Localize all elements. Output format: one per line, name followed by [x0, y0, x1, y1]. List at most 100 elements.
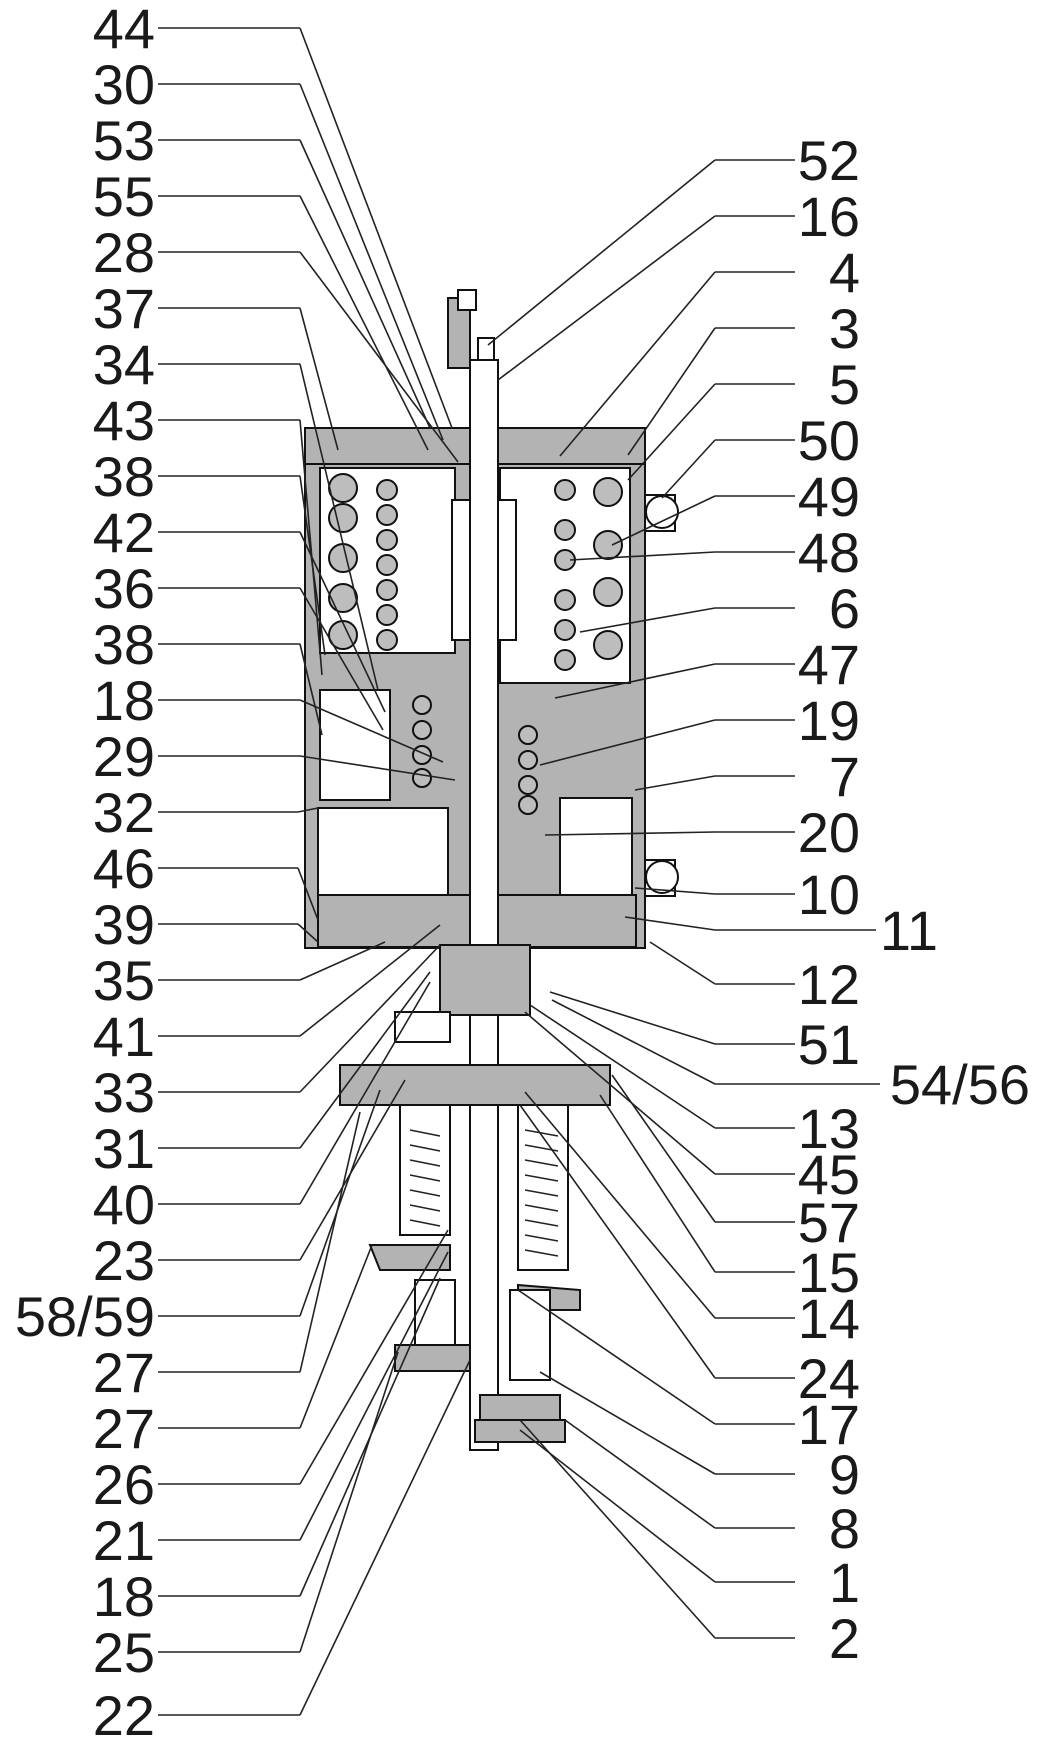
actuator-drawing: [304, 289, 679, 1451]
leader-right-15-b: [649, 941, 716, 985]
inner-spring-left: [376, 479, 398, 651]
leader-right-3-b: [627, 327, 716, 456]
leader-left-4-b: [299, 251, 459, 463]
leader-left-23-b: [299, 1089, 381, 1317]
callout-left-25: 27: [93, 1397, 155, 1460]
callout-right-19: 45: [798, 1143, 860, 1206]
leader-right-25-b: [539, 1371, 716, 1475]
leader-right-11-b: [634, 775, 716, 791]
callout-left-20: 31: [93, 1117, 155, 1180]
callout-left-18: 41: [93, 1005, 155, 1068]
leader-left-0-b: [299, 27, 453, 429]
leader-right-16-b: [549, 991, 716, 1045]
leader-right-13-b: [634, 887, 716, 895]
callout-left-17: 35: [93, 949, 155, 1012]
callout-left-22: 23: [93, 1229, 155, 1292]
base-plate-left: [394, 1344, 471, 1372]
callout-right-12: 20: [798, 801, 860, 864]
callout-right-14: 11: [880, 899, 938, 962]
leader-right-9-b: [554, 663, 716, 699]
callout-left-12: 18: [93, 669, 155, 732]
leader-right-24-b: [517, 1289, 716, 1425]
callout-right-4: 5: [829, 353, 860, 416]
leader-left-12-b: [299, 699, 444, 763]
callout-right-18: 13: [798, 1097, 860, 1160]
callout-left-6: 34: [93, 333, 155, 396]
callout-right-27: 1: [829, 1551, 860, 1614]
callout-left-8: 38: [93, 445, 155, 508]
lower-spring-housing-left: [399, 1104, 451, 1236]
callout-right-26: 8: [829, 1497, 860, 1560]
leader-right-0-b: [487, 159, 716, 346]
leader-right-8-b: [579, 607, 716, 633]
callout-right-25: 9: [829, 1443, 860, 1506]
leader-left-5-b: [299, 307, 339, 451]
leader-left-30-b: [299, 1359, 471, 1716]
lower-arm-left: [368, 1244, 451, 1271]
leader-right-21-b: [599, 1094, 716, 1273]
callout-right-11: 7: [829, 745, 860, 808]
callout-left-26: 26: [93, 1453, 155, 1516]
leader-right-23-b: [519, 1104, 716, 1379]
callout-right-7: 48: [798, 521, 860, 584]
callout-right-28: 2: [829, 1607, 860, 1670]
leader-left-3-b: [299, 195, 429, 451]
lower-spring-right: [524, 1129, 559, 1257]
leader-left-11-b: [299, 643, 323, 736]
stem-inner-left: [451, 499, 471, 641]
callout-left-1: 30: [93, 53, 155, 116]
callout-left-21: 40: [93, 1173, 155, 1236]
leader-right-26-b: [564, 1419, 716, 1529]
callout-left-29: 25: [93, 1621, 155, 1684]
callout-left-2: 53: [93, 109, 155, 172]
callout-left-4: 28: [93, 221, 155, 284]
leader-left-18-b: [299, 924, 441, 1037]
leader-right-10-b: [539, 719, 716, 766]
leader-right-22-b: [524, 1091, 716, 1319]
callout-right-6: 49: [798, 465, 860, 528]
callout-left-16: 39: [93, 893, 155, 956]
callout-right-22: 14: [798, 1287, 860, 1350]
callout-right-21: 15: [798, 1241, 860, 1304]
leader-left-26-b: [299, 1229, 449, 1485]
callout-left-0: 44: [93, 0, 155, 60]
callout-right-13: 10: [798, 863, 860, 926]
lower-body: [439, 944, 531, 1016]
upper-port-fitting: [645, 495, 679, 529]
leader-left-6-b: [299, 363, 379, 691]
callout-right-23: 24: [798, 1347, 860, 1410]
lower-flange: [339, 1064, 611, 1106]
callout-right-1: 16: [798, 185, 860, 248]
mid-spring-right: [518, 725, 538, 815]
callout-left-13: 29: [93, 725, 155, 788]
leader-right-7-b: [569, 551, 716, 561]
leader-left-29-b: [299, 1351, 399, 1653]
leader-left-10-b: [299, 587, 384, 731]
leader-right-5-b: [661, 439, 716, 499]
leader-left-9-b: [299, 531, 386, 713]
callout-right-0: 52: [798, 129, 860, 192]
callout-left-9: 42: [93, 501, 155, 564]
callout-left-30: 22: [93, 1684, 155, 1747]
central-stem: [469, 359, 499, 1451]
leader-left-2-b: [299, 139, 431, 429]
callout-left-24: 27: [93, 1341, 155, 1404]
callout-left-19: 33: [93, 1061, 155, 1124]
callout-right-2: 4: [829, 241, 860, 304]
leader-left-17-b: [299, 941, 386, 981]
callout-right-8: 6: [829, 577, 860, 640]
callout-left-14: 32: [93, 781, 155, 844]
leader-left-19-b: [299, 944, 441, 1093]
callout-right-3: 3: [829, 297, 860, 360]
callout-left-3: 55: [93, 165, 155, 228]
leader-right-17-b: [551, 999, 716, 1085]
leader-lines: [158, 27, 880, 1716]
leader-right-1-b: [497, 215, 716, 381]
callout-labels: 4430535528373443384236381829324639354133…: [15, 0, 1030, 1747]
leader-left-20-b: [299, 971, 431, 1149]
leader-right-4-b: [627, 383, 716, 481]
base-spring-housing-right: [509, 1289, 551, 1381]
callout-right-5: 50: [798, 409, 860, 472]
leader-left-1-b: [299, 83, 444, 441]
